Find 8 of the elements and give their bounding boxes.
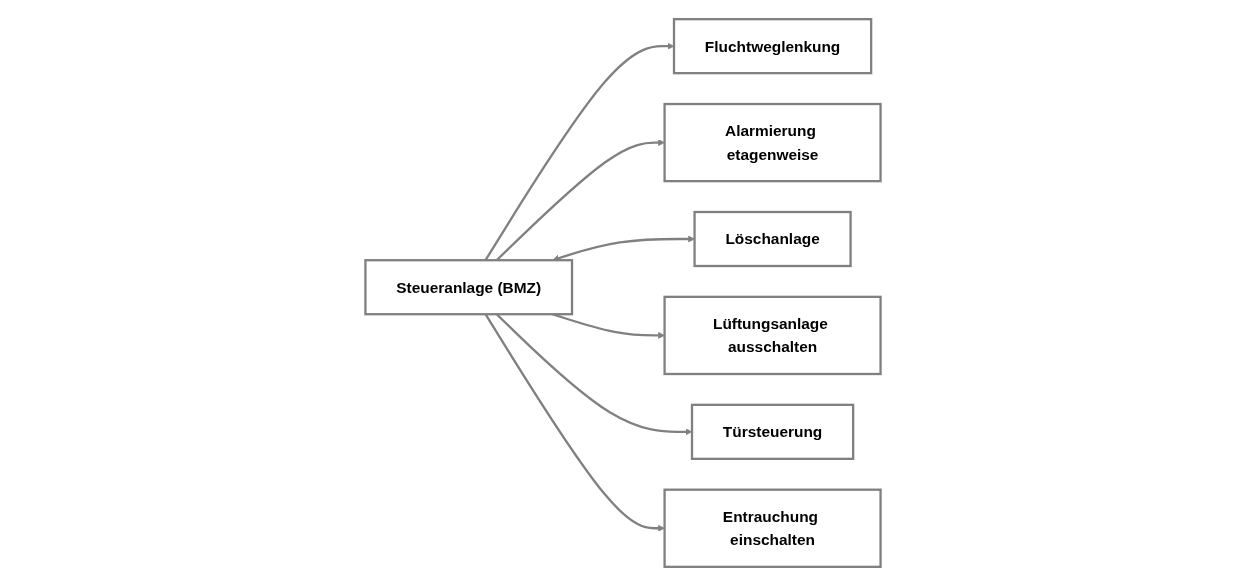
- arrow: [484, 313, 665, 532]
- node-box: Fluchtweglenkung: [672, 17, 872, 74]
- node-box: Löschanlage: [692, 210, 852, 267]
- node-box: Steueranlage (BMZ): [363, 258, 573, 315]
- node-box: Entrauchung einschalten: [662, 488, 882, 568]
- node-box: Türsteuerung: [690, 403, 854, 460]
- node-box: Alarmierung etagenweise: [662, 102, 882, 182]
- node-box: Lüftungsanlage ausschalten: [662, 295, 882, 375]
